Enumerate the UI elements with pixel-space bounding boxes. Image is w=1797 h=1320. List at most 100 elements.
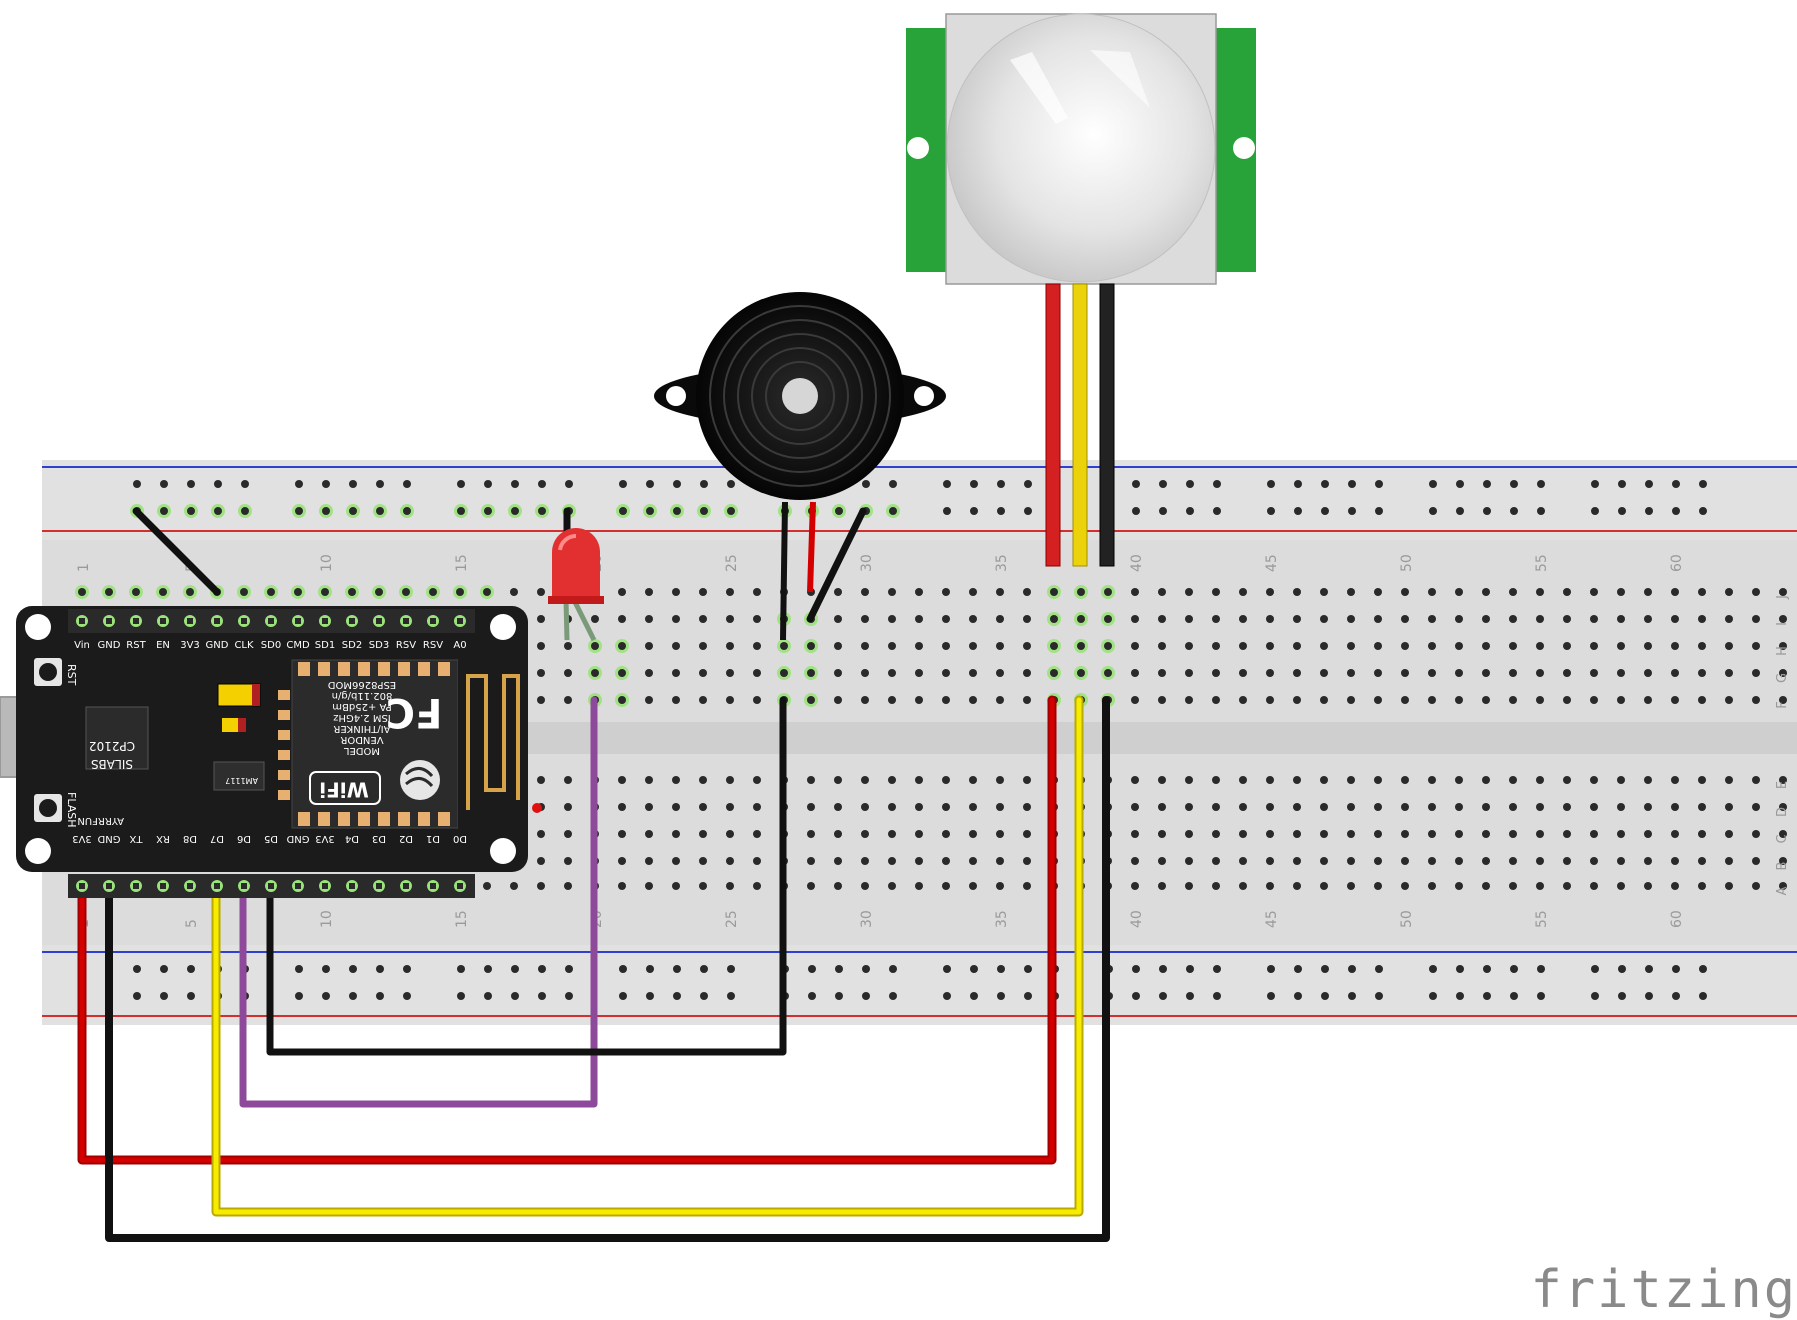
hole [1374, 696, 1382, 704]
hole [1320, 803, 1328, 811]
hole [1509, 803, 1517, 811]
hole [1482, 776, 1490, 784]
rail-hole [1024, 507, 1032, 515]
rail-hole [835, 507, 843, 515]
hole [996, 669, 1004, 677]
column-number: 35 [994, 910, 1010, 928]
buzzer-rings [709, 305, 891, 487]
rail-hole [1159, 480, 1167, 488]
rail-hole [646, 992, 654, 1000]
header-pin-hole [430, 883, 436, 889]
rail-hole [673, 507, 681, 515]
hole [969, 642, 977, 650]
hole [1050, 588, 1058, 596]
hole [1185, 615, 1193, 623]
rail-hole [1510, 992, 1518, 1000]
hole [1779, 588, 1787, 596]
hole [1752, 776, 1760, 784]
hole [645, 776, 653, 784]
hole [618, 830, 626, 838]
mount-hole-top-right [490, 614, 516, 640]
rail-hole [565, 480, 573, 488]
module-pad [338, 662, 350, 676]
rail-hole [241, 507, 249, 515]
rail-hole [1456, 507, 1464, 515]
hole [1779, 882, 1787, 890]
hole [1212, 857, 1220, 865]
hole [1185, 669, 1193, 677]
hole [1509, 615, 1517, 623]
hole [1617, 696, 1625, 704]
hole [807, 857, 815, 865]
hole [591, 669, 599, 677]
esp-pads [278, 662, 450, 826]
header-pin-hole [214, 618, 220, 624]
rail-hole [484, 965, 492, 973]
hole [537, 588, 545, 596]
hole [537, 696, 545, 704]
hole [618, 669, 626, 677]
hole [1347, 615, 1355, 623]
hole [1185, 830, 1193, 838]
header-pin-hole [376, 883, 382, 889]
wifi-label: WiFi [319, 778, 368, 802]
hole [726, 830, 734, 838]
hole [996, 803, 1004, 811]
header-pin-hole [295, 883, 301, 889]
hole [1644, 588, 1652, 596]
hole [672, 803, 680, 811]
rail-hole [349, 480, 357, 488]
hole [888, 882, 896, 890]
hole [1158, 669, 1166, 677]
hole [1023, 857, 1031, 865]
rail-hole [457, 965, 465, 973]
hole [1536, 830, 1544, 838]
hole [1239, 696, 1247, 704]
hole [1617, 615, 1625, 623]
rail-hole [1645, 507, 1653, 515]
hole [969, 882, 977, 890]
hole [699, 857, 707, 865]
header-pin-hole [241, 618, 247, 624]
hole [1563, 642, 1571, 650]
header-pins [76, 615, 466, 892]
column-number: 60 [1669, 554, 1685, 572]
hole [1725, 696, 1733, 704]
hole [1590, 642, 1598, 650]
hole [1698, 696, 1706, 704]
hole [1644, 696, 1652, 704]
hole [1563, 830, 1571, 838]
hole [1266, 615, 1274, 623]
rail-hole [1591, 965, 1599, 973]
hole [1239, 642, 1247, 650]
column-number: 1 [76, 563, 92, 572]
rail-hole [1186, 507, 1194, 515]
hole [888, 642, 896, 650]
column-number: 25 [724, 554, 740, 572]
hole [1050, 642, 1058, 650]
hole [1077, 615, 1085, 623]
hole [942, 803, 950, 811]
regulator [213, 761, 265, 791]
hole [1428, 669, 1436, 677]
hole [672, 776, 680, 784]
header-pin-hole [187, 883, 193, 889]
rail-hole [700, 992, 708, 1000]
hole [1509, 588, 1517, 596]
rail-hole [1429, 480, 1437, 488]
rail-hole [1375, 507, 1383, 515]
led-leg-cathode [563, 599, 570, 641]
hole [1347, 882, 1355, 890]
bottom-pin-label: D6 [237, 833, 251, 844]
rail-hole [187, 507, 195, 515]
rail-hole [943, 480, 951, 488]
hole [1374, 803, 1382, 811]
hole [753, 882, 761, 890]
module-pad [358, 662, 370, 676]
top-pin-label: EN [156, 640, 170, 651]
hole [591, 615, 599, 623]
hole [564, 776, 572, 784]
hole [1725, 776, 1733, 784]
rail-hole [1618, 965, 1626, 973]
hole [1482, 588, 1490, 596]
